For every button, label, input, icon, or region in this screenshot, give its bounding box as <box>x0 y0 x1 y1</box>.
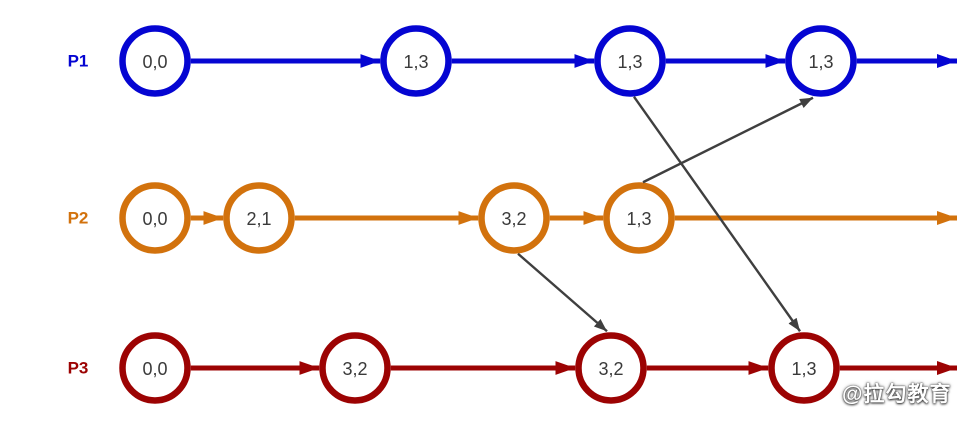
event-clock-label: 1,3 <box>791 359 816 379</box>
event-node-circle <box>575 332 647 404</box>
message-arrows-layer <box>517 96 814 333</box>
event-clock-label: 0,0 <box>142 52 167 72</box>
event-clock-label: 2,1 <box>246 209 271 229</box>
event-node: 1,3 <box>785 25 857 97</box>
process-lane-P3: P3 <box>68 359 957 378</box>
event-node-circle <box>785 25 857 97</box>
event-node: 1,3 <box>768 332 840 404</box>
event-node: 1,3 <box>594 25 666 97</box>
event-node: 0,0 <box>119 332 191 404</box>
event-node-circle <box>119 332 191 404</box>
event-node-circle <box>380 25 452 97</box>
event-node-circle <box>768 332 840 404</box>
message-arrow <box>642 96 814 184</box>
event-node-circle <box>223 182 295 254</box>
process-lane-P2: P2 <box>68 209 957 228</box>
event-node: 2,1 <box>223 182 295 254</box>
event-node: 1,3 <box>380 25 452 97</box>
event-node: 3,2 <box>478 182 550 254</box>
event-clock-label: 1,3 <box>617 52 642 72</box>
event-node: 0,0 <box>119 25 191 97</box>
message-arrow <box>517 252 608 333</box>
event-node: 1,3 <box>603 182 675 254</box>
event-node: 0,0 <box>119 182 191 254</box>
event-node-circle <box>319 332 391 404</box>
process-label: P1 <box>68 52 89 71</box>
event-clock-label: 3,2 <box>342 359 367 379</box>
event-clock-label: 0,0 <box>142 359 167 379</box>
event-clock-label: 3,2 <box>598 359 623 379</box>
process-label: P3 <box>68 359 89 378</box>
event-node-circle <box>478 182 550 254</box>
event-nodes-layer: 0,0 1,3 1,3 1,3 0,0 2,1 3,2 1,3 0,0 3,2 3,2 1,3 <box>119 25 857 404</box>
event-node: 3,2 <box>575 332 647 404</box>
event-node: 3,2 <box>319 332 391 404</box>
event-clock-label: 1,3 <box>403 52 428 72</box>
event-clock-label: 0,0 <box>142 209 167 229</box>
watermark: @拉勾教育 <box>842 383 952 406</box>
event-clock-label: 1,3 <box>808 52 833 72</box>
process-lane-P1: P1 <box>68 52 957 71</box>
message-arrow <box>633 96 801 332</box>
process-label: P2 <box>68 209 89 228</box>
event-clock-label: 1,3 <box>626 209 651 229</box>
event-node-circle <box>603 182 675 254</box>
event-node-circle <box>119 25 191 97</box>
event-node-circle <box>594 25 666 97</box>
event-clock-label: 3,2 <box>501 209 526 229</box>
event-node-circle <box>119 182 191 254</box>
